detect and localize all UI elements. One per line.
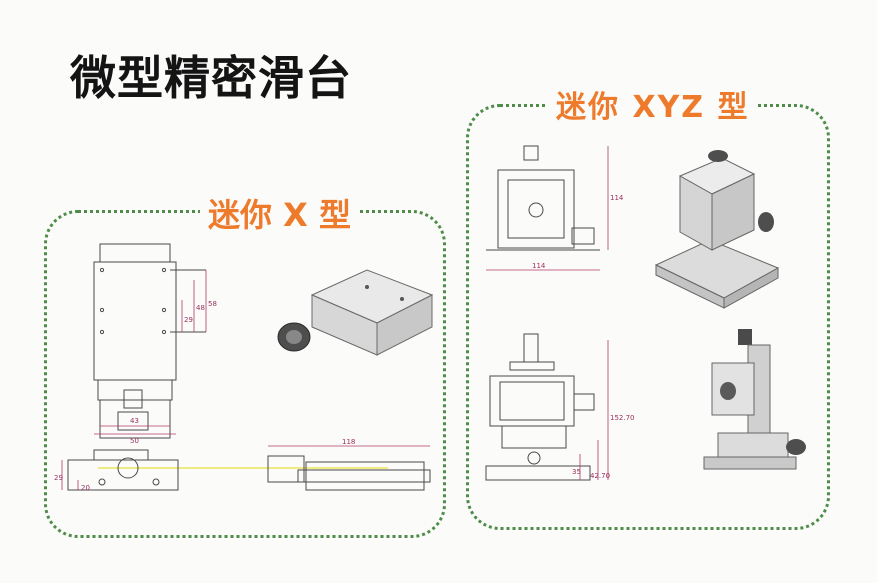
mini-xyz-product-photo-2: [703, 329, 806, 470]
mini-xyz-drawing-2: 152.70 42.70 35: [485, 333, 635, 481]
page-title: 微型精密滑台: [70, 51, 352, 105]
mini-x-label: 迷你 X 型: [200, 190, 359, 236]
dim-x-top-width: 50: [130, 437, 139, 445]
dim-x-height-mid: 48: [196, 304, 205, 312]
dim-x-height-outer: 58: [208, 300, 217, 308]
dim-xyz1-height: 114: [610, 194, 624, 202]
dim-x-front-height: 29: [54, 474, 63, 482]
mini-x-product-photo: [277, 269, 434, 356]
dim-x-side-length: 118: [342, 438, 355, 446]
dim-xyz2-height-total: 152.70: [610, 414, 635, 422]
mini-x-front-side-view: 29 20 118: [54, 438, 431, 492]
dim-xyz1-width: 114: [532, 262, 546, 270]
dim-x-top-inner: 43: [130, 417, 139, 425]
dim-x-height-inner: 29: [184, 316, 193, 324]
dim-x-front-small: 20: [81, 484, 90, 492]
mini-x-top-view: 58 48 29 43 50: [93, 243, 217, 445]
mini-xyz-label: 迷你 XYZ 型: [548, 82, 758, 126]
dim-xyz2-height-low: 42.70: [590, 472, 610, 480]
mini-xyz-drawing-1: 114 114: [486, 145, 624, 271]
dim-xyz2-small: 35: [572, 468, 581, 476]
mini-xyz-product-photo-1: [654, 150, 780, 309]
